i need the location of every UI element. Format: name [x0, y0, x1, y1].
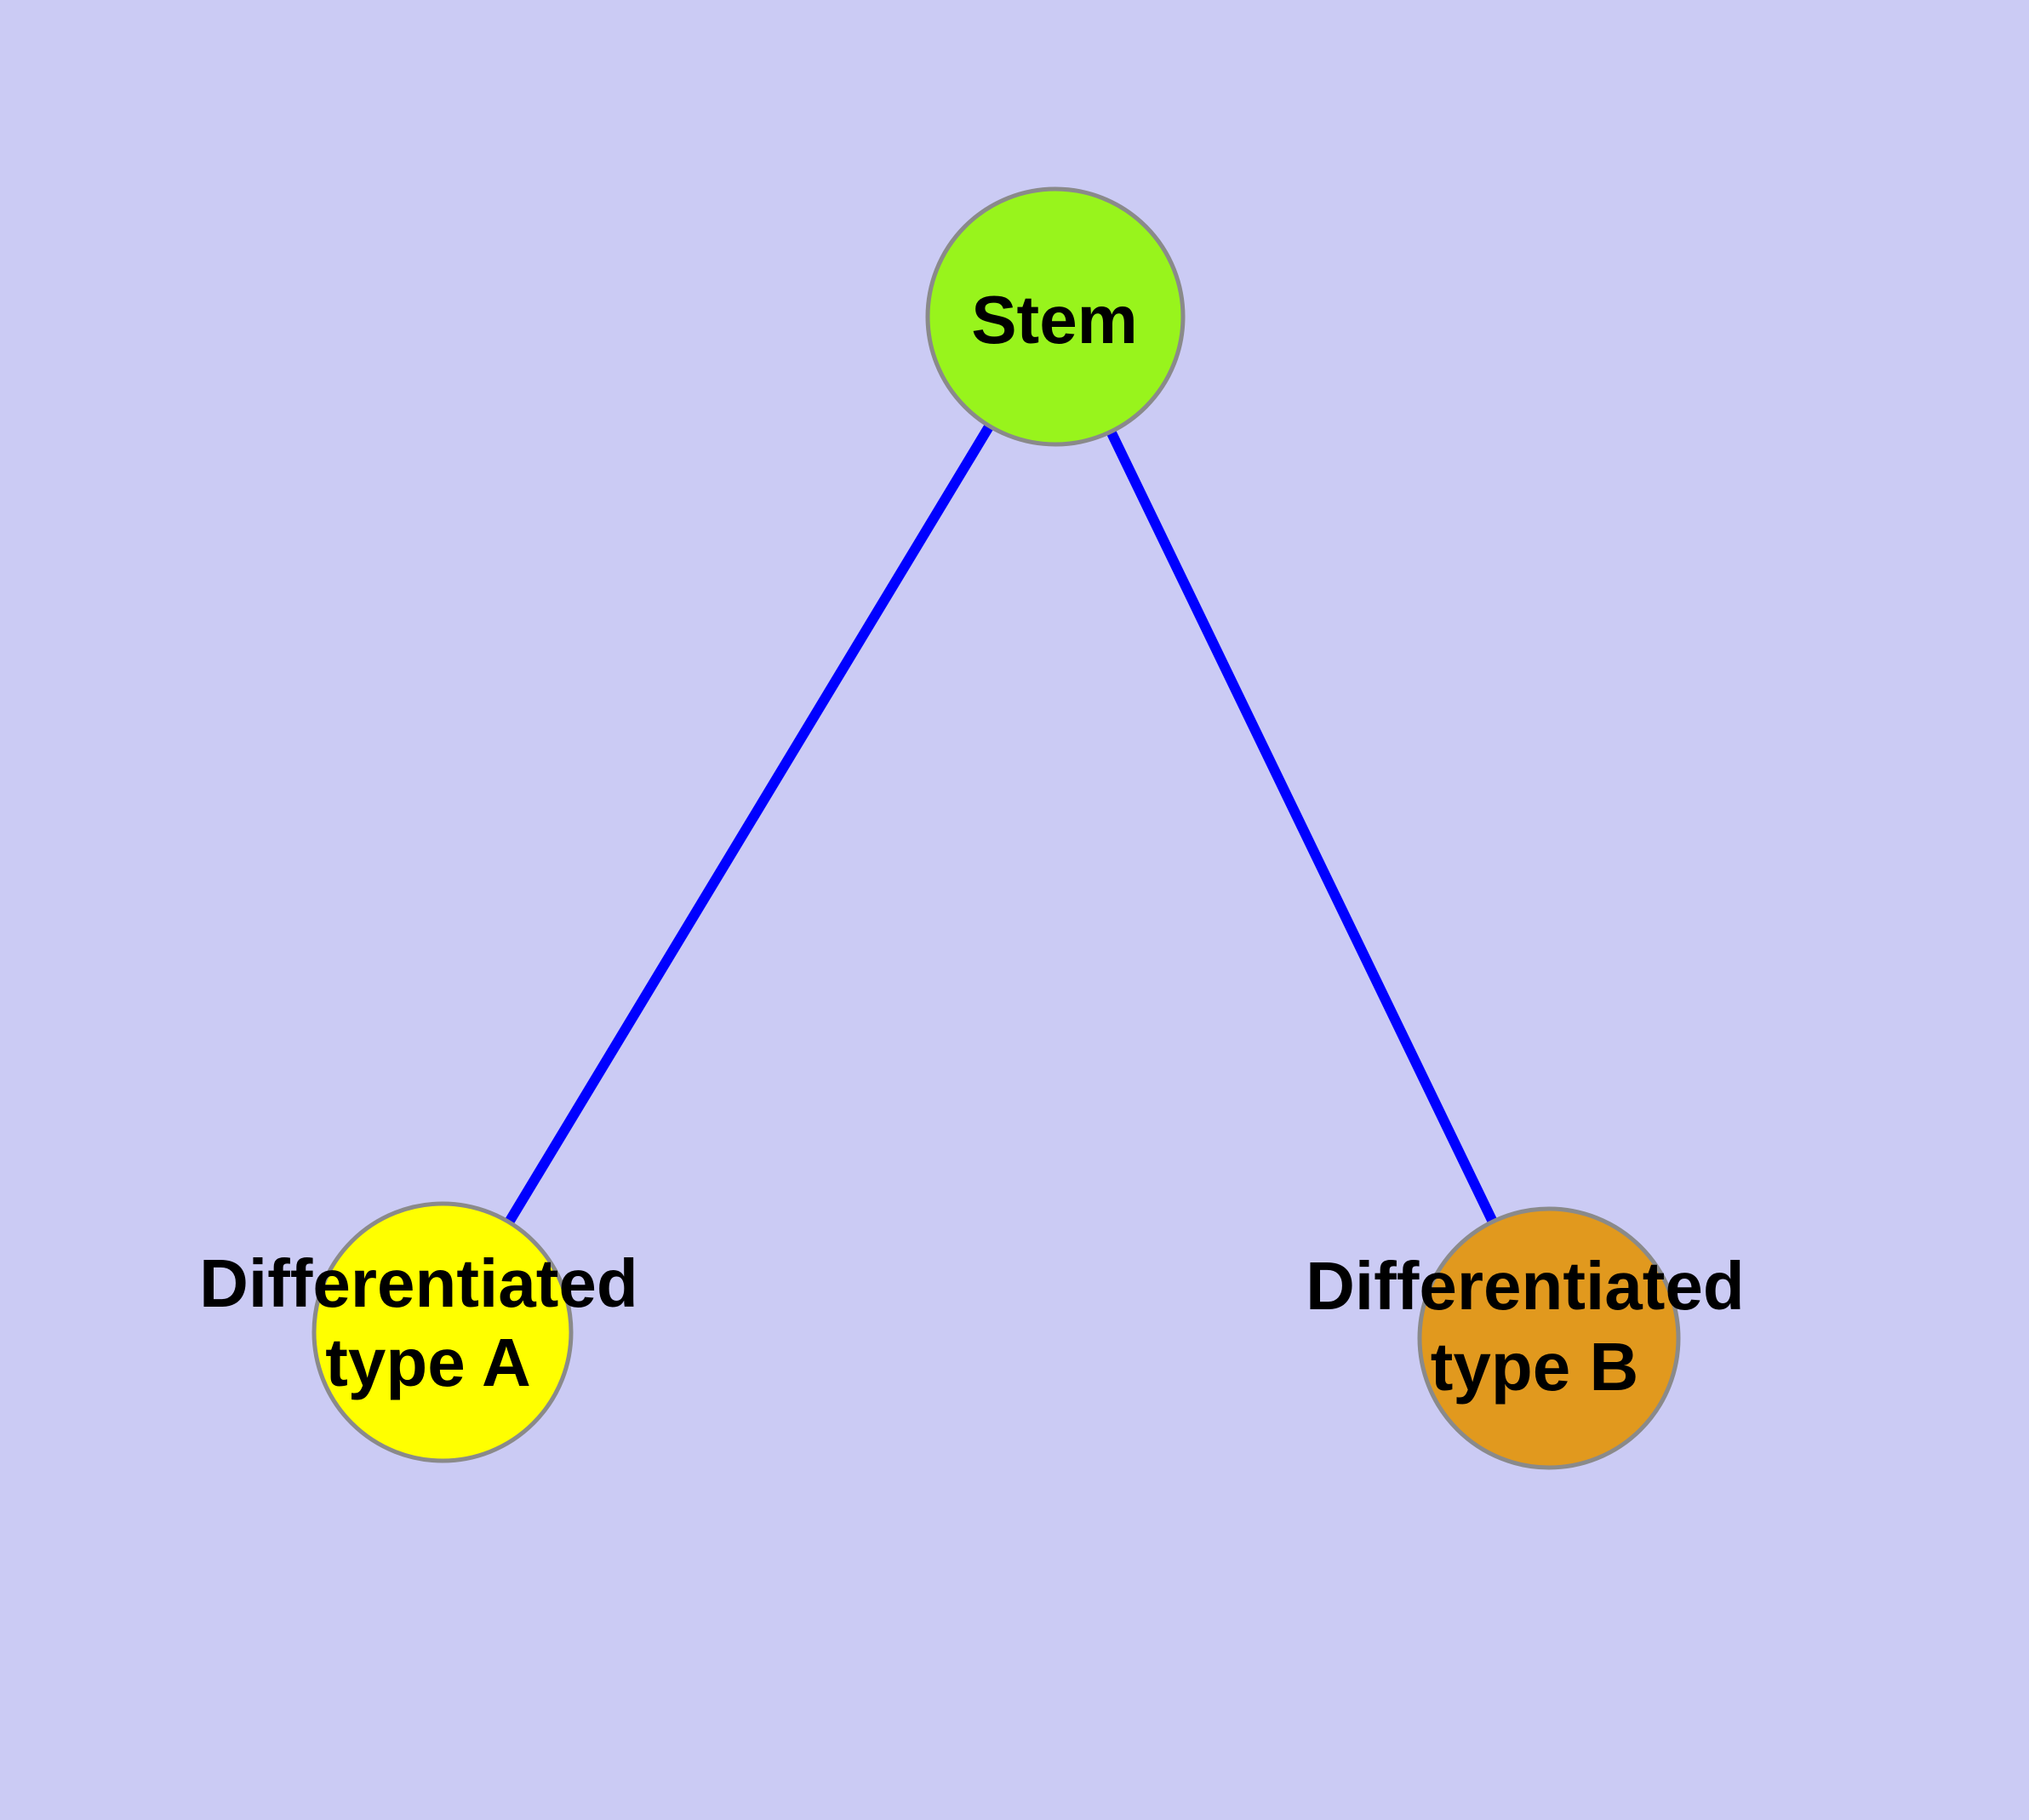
node-type-a-label: Differentiated type A [199, 1245, 657, 1400]
edge-stem-to-type-b [1050, 314, 1554, 1341]
node-differentiated-type-a [311, 1201, 574, 1463]
node-type-a-label-line-2: type A [325, 1325, 531, 1400]
node-stem-label: Stem [971, 282, 1138, 358]
node-type-b-label-line-1: Differentiated [1306, 1248, 1745, 1324]
node-type-a-label-line-1: Differentiated [199, 1245, 638, 1321]
node-type-b-label-line-2: type B [1431, 1329, 1639, 1405]
edge-stem-to-type-a [437, 313, 1060, 1336]
node-stem [925, 186, 1186, 447]
node-type-b-label: Differentiated type B [1306, 1248, 1763, 1405]
node-differentiated-type-b [1417, 1206, 1681, 1470]
